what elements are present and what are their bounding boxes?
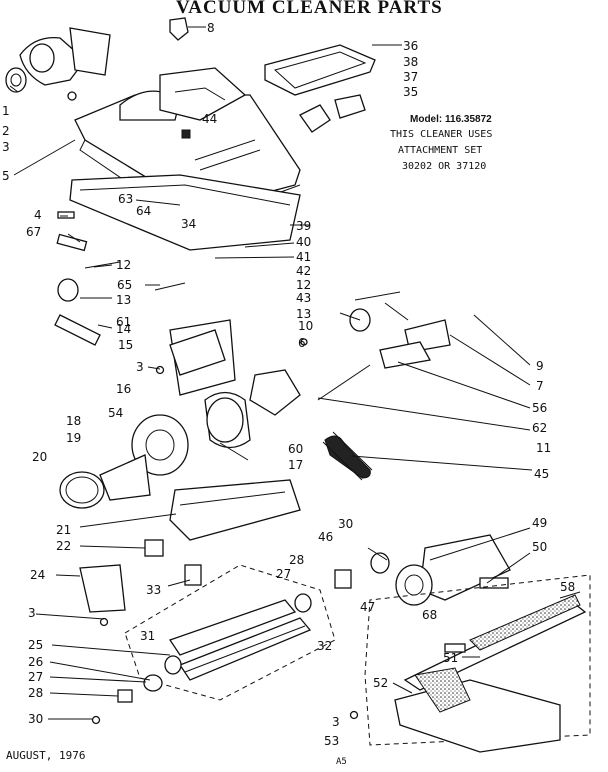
duct-assembly bbox=[79, 479, 301, 613]
label-3d: 3 bbox=[332, 715, 340, 729]
label-24: 24 bbox=[30, 568, 45, 582]
bottom-plate-group bbox=[364, 574, 591, 753]
label-10: 10 bbox=[298, 319, 313, 333]
label-53: 53 bbox=[324, 734, 339, 748]
base-plate bbox=[56, 174, 301, 252]
attachment-note-line-1: THIS CLEANER USES bbox=[390, 129, 493, 140]
rear-housing bbox=[370, 534, 511, 606]
page-code: A5 bbox=[336, 757, 347, 767]
label-19: 19 bbox=[66, 431, 81, 445]
label-27b: 27 bbox=[28, 670, 43, 684]
label-14: 14 bbox=[116, 322, 131, 336]
label-63: 63 bbox=[118, 192, 133, 206]
label-11: 11 bbox=[536, 441, 551, 455]
label-60: 60 bbox=[288, 442, 303, 456]
label-68: 68 bbox=[422, 608, 437, 622]
label-26: 26 bbox=[28, 655, 43, 669]
label-30b: 30 bbox=[28, 712, 43, 726]
label-12b: 12 bbox=[296, 278, 311, 292]
label-46: 46 bbox=[318, 530, 333, 544]
brush-roll-group bbox=[117, 564, 352, 703]
part-number-labels: 8 36 38 37 35 1 2 3 44 5 4 67 63 64 34 3… bbox=[2, 21, 575, 748]
handle-socket bbox=[5, 27, 111, 93]
label-56: 56 bbox=[532, 401, 547, 415]
label-7: 7 bbox=[536, 379, 544, 393]
part-45-belt bbox=[322, 431, 373, 481]
label-45: 45 bbox=[534, 467, 549, 481]
label-35: 35 bbox=[403, 85, 418, 99]
screws bbox=[67, 91, 359, 725]
label-13b: 13 bbox=[296, 307, 311, 321]
label-21: 21 bbox=[56, 523, 71, 537]
label-5: 5 bbox=[2, 169, 10, 183]
label-65: 65 bbox=[117, 278, 132, 292]
label-17: 17 bbox=[288, 458, 303, 472]
label-18: 18 bbox=[66, 414, 81, 428]
leader-lines bbox=[9, 26, 581, 720]
label-44: 44 bbox=[202, 112, 217, 126]
part-36-cover bbox=[264, 44, 376, 96]
label-6: 6 bbox=[298, 336, 306, 350]
label-15: 15 bbox=[118, 338, 133, 352]
label-49: 49 bbox=[532, 516, 547, 530]
label-25: 25 bbox=[28, 638, 43, 652]
hood-assembly bbox=[74, 67, 301, 226]
label-1: 1 bbox=[2, 104, 10, 118]
label-30a: 30 bbox=[338, 517, 353, 531]
label-38: 38 bbox=[403, 55, 418, 69]
label-43: 43 bbox=[296, 291, 311, 305]
label-54: 54 bbox=[108, 406, 123, 420]
label-2: 2 bbox=[2, 124, 10, 138]
label-13a: 13 bbox=[116, 293, 131, 307]
label-36: 36 bbox=[403, 39, 418, 53]
label-3b: 3 bbox=[136, 360, 144, 374]
label-62: 62 bbox=[532, 421, 547, 435]
diagram-title: VACUUM CLEANER PARTS bbox=[176, 0, 443, 18]
label-64: 64 bbox=[136, 204, 151, 218]
label-40: 40 bbox=[296, 235, 311, 249]
label-37: 37 bbox=[403, 70, 418, 84]
model-number: Model: 116.35872 bbox=[410, 114, 492, 125]
label-67: 67 bbox=[26, 225, 41, 239]
label-50: 50 bbox=[532, 540, 547, 554]
label-27a: 27 bbox=[276, 567, 291, 581]
label-32: 32 bbox=[317, 639, 332, 653]
motor-assembly bbox=[59, 319, 301, 509]
label-4: 4 bbox=[34, 208, 42, 222]
label-16: 16 bbox=[116, 382, 131, 396]
label-9: 9 bbox=[536, 359, 544, 373]
link-rods bbox=[84, 261, 451, 401]
label-12a: 12 bbox=[116, 258, 131, 272]
label-8: 8 bbox=[207, 21, 215, 35]
label-42: 42 bbox=[296, 264, 311, 278]
attachment-note-line-2: ATTACHMENT SET bbox=[398, 145, 483, 156]
label-47: 47 bbox=[360, 600, 375, 614]
label-22: 22 bbox=[56, 539, 71, 553]
label-51: 51 bbox=[443, 651, 458, 665]
part-8-clip bbox=[169, 17, 189, 41]
publication-date: AUGUST, 1976 bbox=[6, 749, 86, 762]
label-33: 33 bbox=[146, 583, 161, 597]
label-28b: 28 bbox=[28, 686, 43, 700]
part-37-35-latch bbox=[299, 94, 366, 133]
label-3c: 3 bbox=[28, 606, 36, 620]
label-34: 34 bbox=[181, 217, 196, 231]
label-20: 20 bbox=[32, 450, 47, 464]
label-39: 39 bbox=[296, 219, 311, 233]
label-61: 61 bbox=[116, 315, 131, 329]
label-28a: 28 bbox=[289, 553, 304, 567]
label-58: 58 bbox=[560, 580, 575, 594]
label-52: 52 bbox=[373, 676, 388, 690]
label-31: 31 bbox=[140, 629, 155, 643]
label-41: 41 bbox=[296, 250, 311, 264]
label-3a: 3 bbox=[2, 140, 10, 154]
attachment-note-line-3: 30202 OR 37120 bbox=[402, 161, 487, 172]
